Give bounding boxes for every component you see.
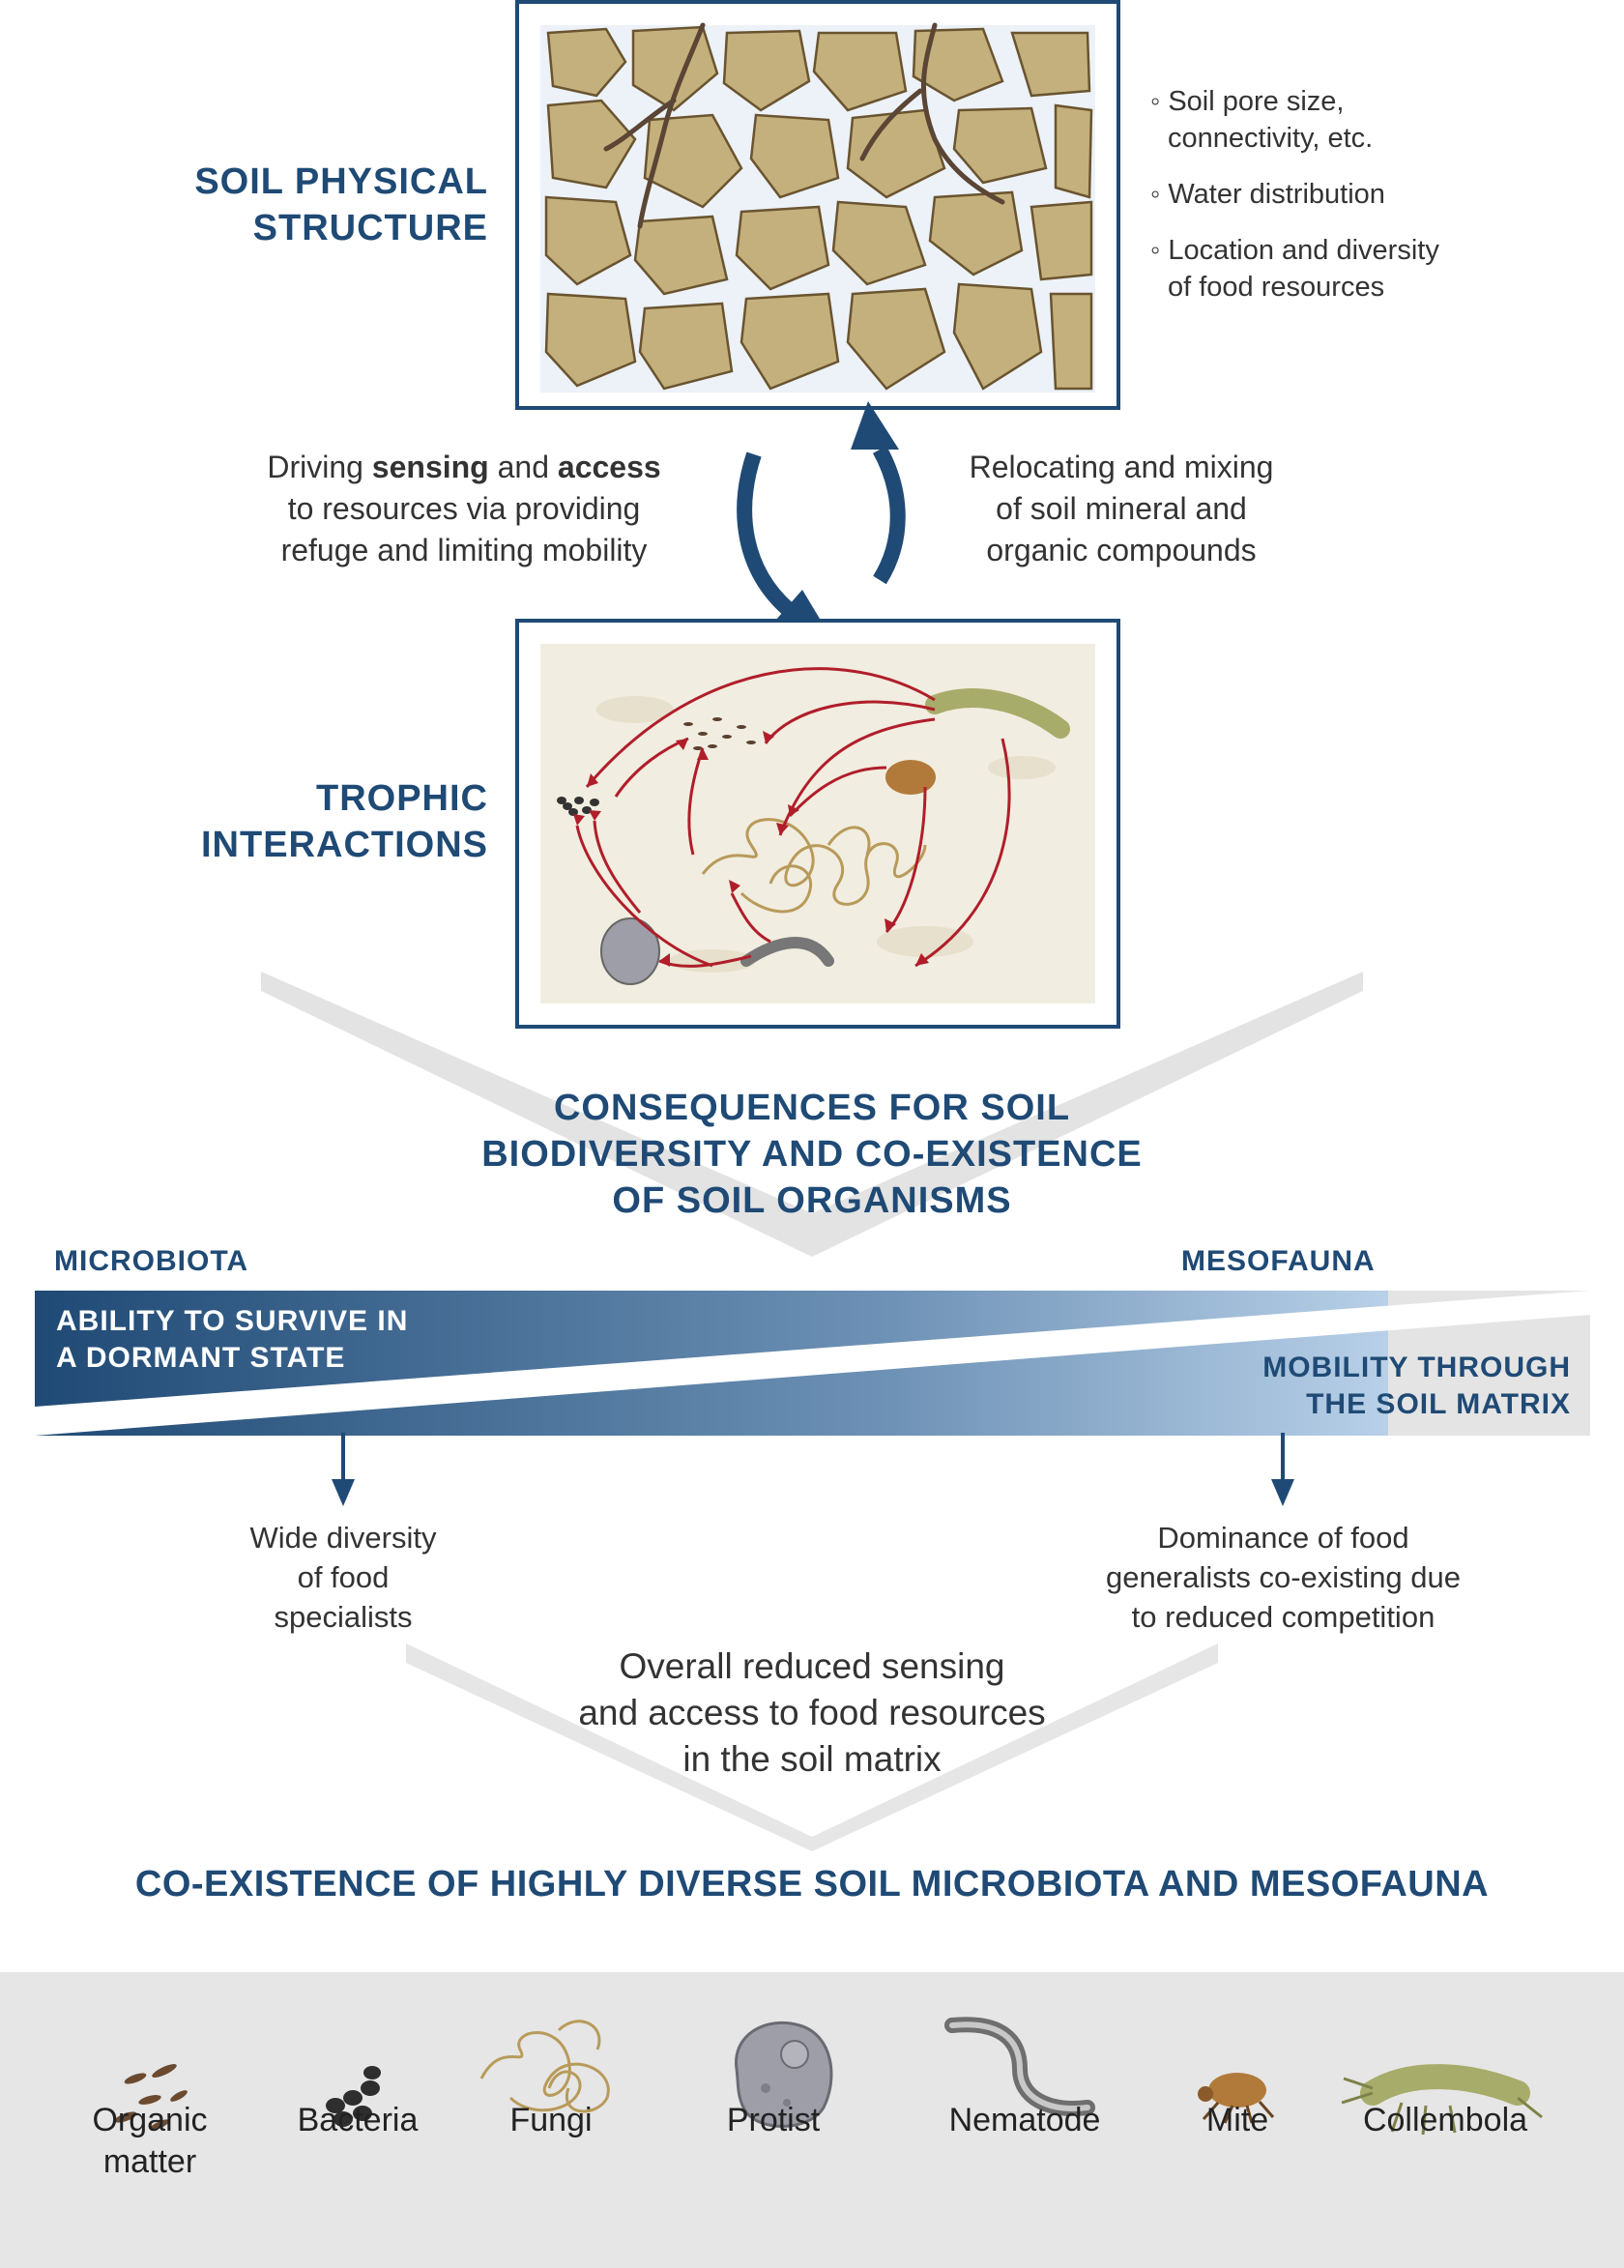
trophic-frame — [515, 619, 1120, 1029]
dormant-state-label: ABILITY TO SURVIVE IN A DORMANT STATE — [56, 1305, 409, 1374]
legend-label-protist: Protist — [726, 2102, 821, 2138]
mobility-label: MOBILITY THROUGH THE SOIL MATRIX — [1262, 1352, 1571, 1420]
legend-label-collembola: Collembola — [1362, 2102, 1528, 2138]
organic-matter-icon — [114, 2064, 188, 2131]
down-arrow — [737, 451, 794, 615]
mite-icon — [1198, 2073, 1275, 2124]
bacteria-icon — [326, 2066, 381, 2127]
legend-label-nematode: Nematode — [948, 2102, 1101, 2138]
trophic-interactions-title: TROPHIC INTERACTIONS — [201, 778, 488, 865]
mesofauna-label: MESOFAUNA — [1181, 1245, 1376, 1277]
trophic-illustration — [540, 644, 1095, 1003]
overall-reduced-sensing-text: Overall reduced sensing and access to fo… — [578, 1646, 1046, 1779]
protist-icon — [735, 2021, 833, 2128]
dormant-state-wedge — [35, 1291, 1590, 1407]
microbiota-down-arrow — [332, 1433, 355, 1506]
bullet-item: ◦ Water distribution — [1150, 179, 1385, 210]
mesofauna-down-arrow — [1271, 1433, 1294, 1506]
feedback-arrows — [737, 401, 906, 638]
up-arrow — [872, 446, 906, 585]
organism-legend: Organic matter Bacteria Fungi Protist Ne… — [0, 1972, 1624, 2268]
soil-physical-structure-title: SOIL PHYSICAL STRUCTURE — [194, 161, 488, 248]
food-specialists-text: Wide diversity of food specialists — [249, 1521, 437, 1634]
gradient-wedges — [35, 1291, 1590, 1436]
conclusion-title: CO-EXISTENCE OF HIGHLY DIVERSE SOIL MICR… — [134, 1864, 1490, 1905]
up-arrowhead — [851, 401, 899, 450]
microbiota-label: MICROBIOTA — [54, 1245, 249, 1277]
fungi-icon — [479, 2020, 610, 2113]
nematode-icon — [944, 2017, 1095, 2116]
relocating-mixing-caption: Relocating and mixing of soil mineral an… — [969, 450, 1274, 567]
consequences-title: CONSEQUENCES FOR SOIL BIODIVERSITY AND C… — [481, 1088, 1143, 1221]
legend-label-bacteria: Bacteria — [297, 2102, 419, 2138]
bullet-item: ◦ Location and diversity of food resourc… — [1150, 235, 1439, 303]
food-generalists-text: Dominance of food generalists co-existin… — [1105, 1521, 1462, 1634]
legend-label-mite: Mite — [1205, 2102, 1269, 2138]
soil-structure-illustration — [540, 22, 1095, 393]
collembola-icon — [1341, 2064, 1543, 2136]
mobility-wedge — [35, 1315, 1590, 1436]
soil-structure-frame — [515, 0, 1120, 410]
driving-sensing-caption: Driving sensing and access to resources … — [267, 450, 661, 567]
soil-structure-bullets: ◦ Soil pore size, connectivity, etc. ◦ W… — [1150, 83, 1595, 325]
bullet-item: ◦ Soil pore size, connectivity, etc. — [1150, 86, 1374, 154]
legend-label-fungi: Fungi — [509, 2102, 593, 2138]
legend-label-organic-matter: Organic matter — [92, 2102, 208, 2180]
